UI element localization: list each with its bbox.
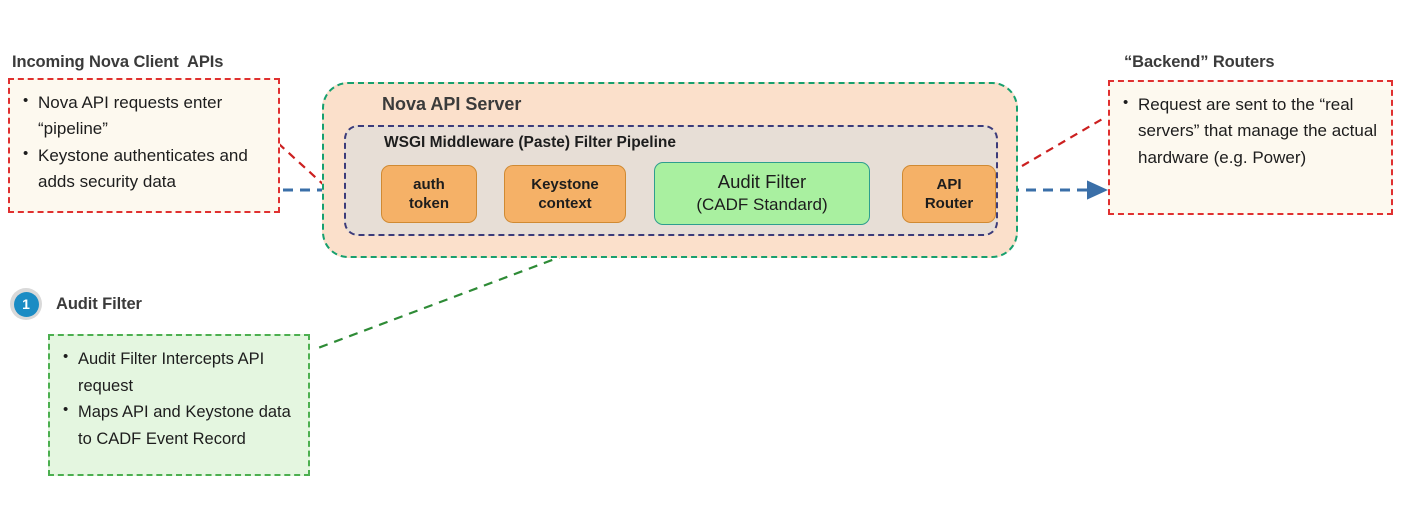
list-item: Maps API and Keystone data to CADF Event…	[60, 398, 296, 452]
stage-keystone-context[interactable]: Keystone context	[504, 165, 626, 223]
stage-audit-filter-line1: Audit Filter	[717, 171, 807, 193]
stage-auth-token-line2: token	[408, 195, 449, 212]
stage-auth-token[interactable]: auth token	[381, 165, 477, 223]
step-badge: 1	[10, 288, 42, 320]
wsgi-pipeline-title: WSGI Middleware (Paste) Filter Pipeline	[384, 134, 676, 151]
bottom-callout-heading: Audit Filter	[56, 294, 142, 313]
stage-api-router-line2: Router	[924, 195, 974, 212]
stage-keystone-context-line2: context	[538, 195, 592, 212]
nova-api-server-container: Nova API Server WSGI Middleware (Paste) …	[322, 82, 1018, 258]
nova-api-server-title: Nova API Server	[382, 94, 522, 114]
bottom-callout-bullets: Audit Filter Intercepts API request Maps…	[60, 345, 296, 453]
stage-api-router-line1: API	[936, 175, 962, 193]
stage-api-router[interactable]: API Router	[902, 165, 996, 223]
right-callout-heading: “Backend” Routers	[1124, 53, 1275, 71]
list-item: Request are sent to the “real servers” t…	[1120, 91, 1379, 171]
step-badge-number: 1	[13, 291, 39, 317]
left-callout-box: Nova API requests enter “pipeline” Keyst…	[8, 78, 280, 213]
left-callout-heading: Incoming Nova Client APIs	[12, 53, 224, 71]
bottom-callout-box: Audit Filter Intercepts API request Maps…	[48, 334, 310, 476]
list-item: Nova API requests enter “pipeline”	[20, 89, 266, 143]
list-item: Keystone authenticates and adds security…	[20, 142, 266, 196]
left-callout-bullets: Nova API requests enter “pipeline” Keyst…	[20, 89, 266, 196]
stage-auth-token-line1: auth	[413, 175, 445, 193]
leader-right-red	[1021, 117, 1105, 167]
right-callout-bullets: Request are sent to the “real servers” t…	[1120, 91, 1379, 171]
stage-keystone-context-line1: Keystone	[531, 175, 599, 193]
right-callout-box: Request are sent to the “real servers” t…	[1108, 80, 1393, 215]
list-item: Audit Filter Intercepts API request	[60, 345, 296, 399]
audit-filter-legend: 1 Audit Filter	[10, 288, 142, 320]
stage-audit-filter-line2: (CADF Standard)	[696, 195, 828, 215]
stage-audit-filter[interactable]: Audit Filter (CADF Standard)	[654, 162, 870, 225]
